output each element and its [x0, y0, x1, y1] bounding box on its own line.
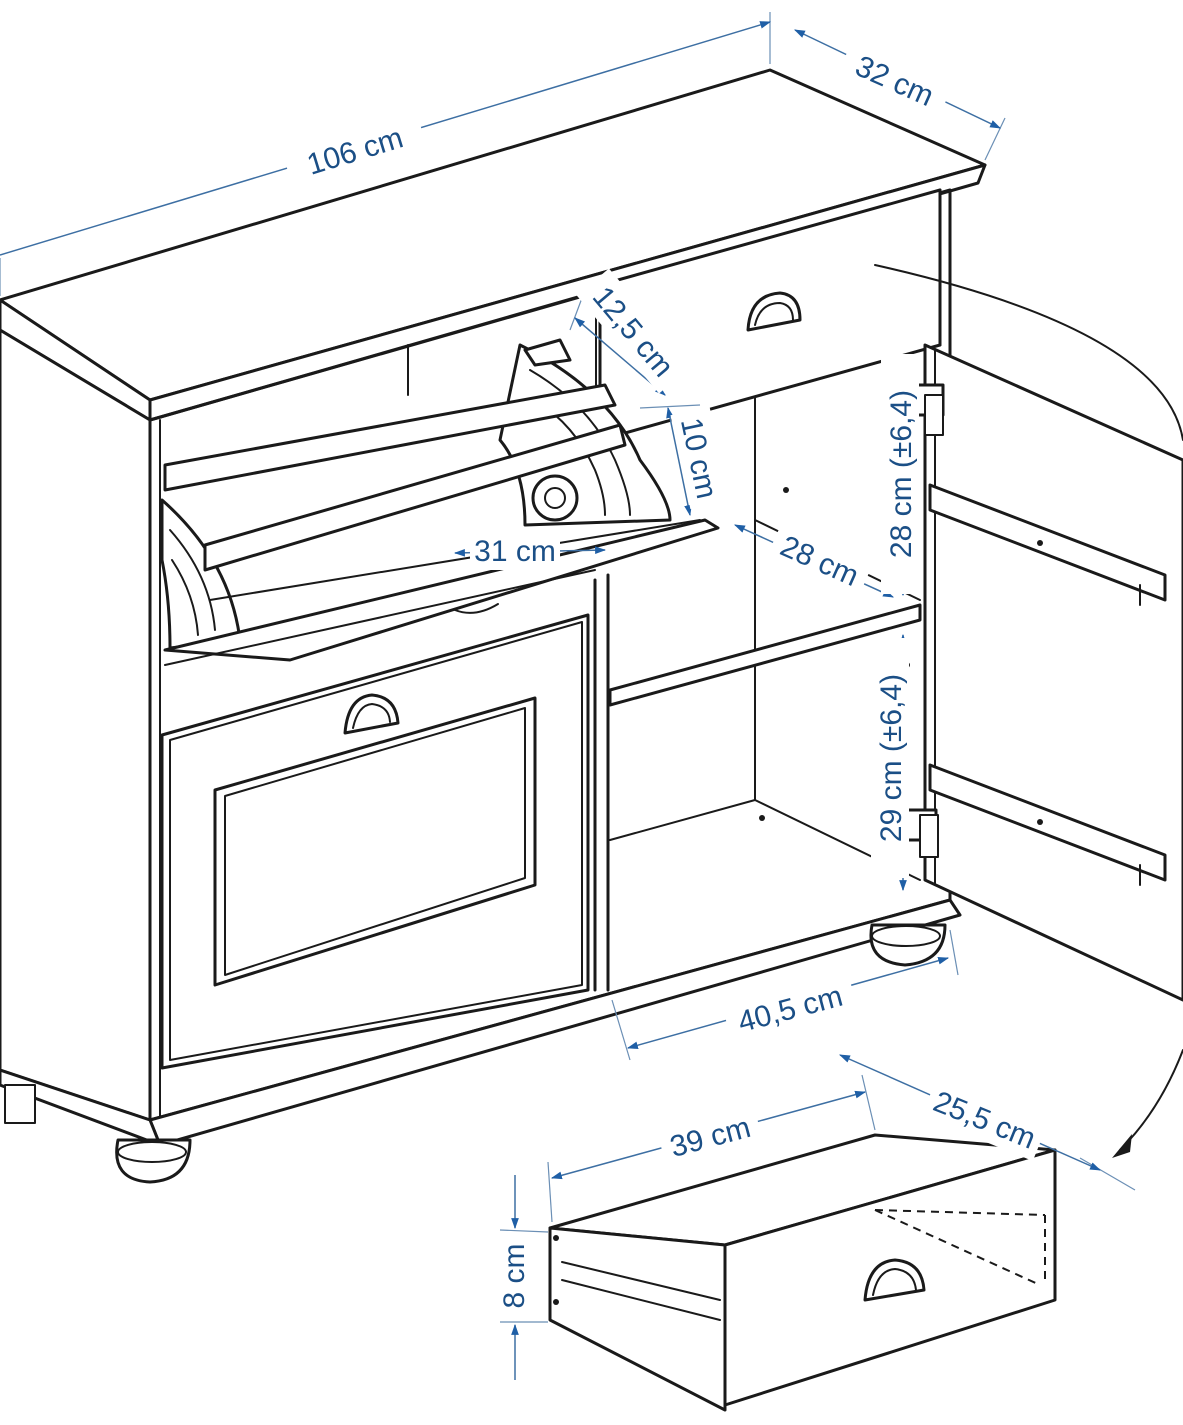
- drawer-groove: [561, 1279, 721, 1321]
- dim-lower-height-label: 29 cm (±6,4): [875, 674, 908, 842]
- screw: [1037, 819, 1043, 825]
- cup-handle-inner: [352, 703, 391, 729]
- cup-handle-inner: [872, 1268, 917, 1296]
- flap-back-plate: [163, 383, 617, 492]
- dim-upper-height-label: 28 cm (±6,4): [885, 390, 918, 558]
- extension-line: [1079, 1157, 1136, 1191]
- foot-ring: [117, 1141, 187, 1163]
- hinge-cup: [919, 814, 939, 858]
- lower-flap-inner-edge: [169, 621, 583, 1061]
- door-rail-lower: [928, 763, 1167, 882]
- cabinet-feet: [115, 923, 947, 1184]
- extension-line: [949, 929, 959, 976]
- lower-flap-front: [160, 613, 590, 1070]
- middle-shelf: [608, 603, 922, 707]
- raised-panel-inner: [224, 707, 526, 976]
- extension-line: [984, 117, 1006, 161]
- left-rack-arc: [171, 559, 199, 636]
- right-door-open: [896, 343, 1183, 1002]
- flap-edge: [209, 519, 701, 601]
- extension-line: [861, 1074, 876, 1131]
- door-panel: [923, 343, 1183, 1002]
- back-foot: [4, 1084, 36, 1124]
- rack-arc: [529, 369, 631, 516]
- hidden-edge: [874, 1209, 1041, 1286]
- extension-line: [547, 1161, 553, 1223]
- drawer-side-left: [548, 1226, 727, 1412]
- extension-line: [499, 1229, 549, 1233]
- left-shoe-rack: [160, 498, 242, 650]
- door-rail-upper: [928, 483, 1167, 602]
- raised-panel-outer: [213, 696, 537, 987]
- cup-handle-icon: [746, 291, 802, 332]
- foot-ring: [871, 925, 941, 947]
- dim-flap-width-label: 31 cm: [474, 535, 556, 568]
- screw: [1037, 540, 1043, 546]
- arc-arrow-icon: [1112, 1134, 1132, 1158]
- door-swing-arc: [874, 264, 1183, 441]
- hinge-cup: [924, 394, 944, 436]
- dimension-arrow-icon: [666, 406, 692, 517]
- drawer-groove: [561, 1261, 721, 1301]
- rack-pivot: [531, 474, 579, 522]
- flap-bottom-edge: [164, 569, 596, 666]
- cup-handle-icon: [343, 693, 400, 735]
- cup-handle-icon: [863, 1258, 926, 1302]
- dim-drawer-height-label: 8 cm: [498, 1243, 531, 1308]
- shelf-pin-hole: [783, 487, 789, 493]
- extension-line: [639, 404, 701, 409]
- left-rack-arc: [169, 529, 216, 631]
- rack-clip: [523, 338, 572, 367]
- cabinet-left-side: [0, 328, 152, 1122]
- rack-pivot-inner: [544, 487, 566, 509]
- flap-mid-plate: [203, 423, 627, 572]
- drawer-box: [548, 1133, 1057, 1412]
- hidden-edge: [874, 1209, 1046, 1216]
- shelf-pin-hole: [759, 815, 765, 821]
- extension-line: [611, 999, 631, 1061]
- floor-edge: [609, 799, 756, 841]
- flap-handle-slot: [454, 603, 499, 614]
- cup-handle-inner: [754, 302, 794, 326]
- drawer-swing-arc: [1119, 1049, 1183, 1151]
